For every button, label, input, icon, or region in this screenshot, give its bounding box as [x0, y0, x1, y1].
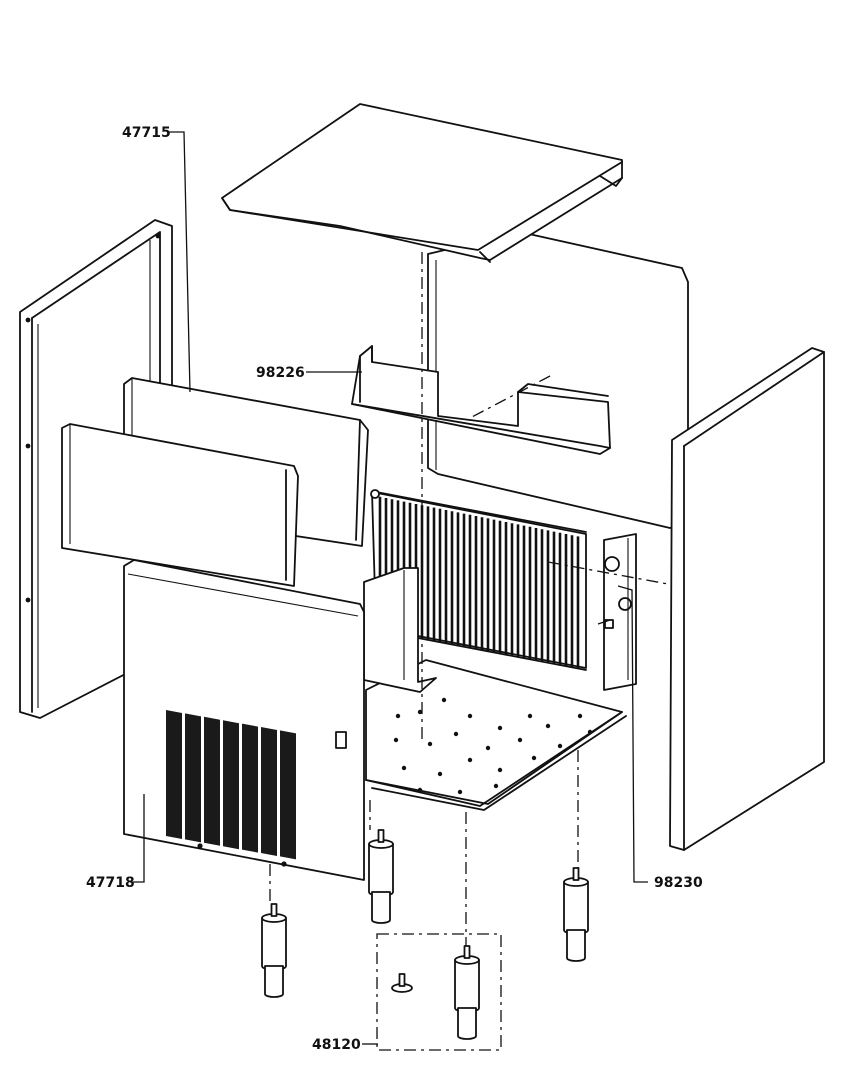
top-bracket [351, 345, 611, 455]
leg-2 [368, 829, 394, 924]
base-plate [365, 659, 627, 811]
label-48120: 48120 [312, 1037, 361, 1053]
control-bracket [603, 533, 637, 691]
leg-1 [261, 903, 287, 998]
leveling-foot [391, 973, 413, 993]
lower-front-panel [61, 423, 299, 587]
right-side-panel [669, 347, 825, 851]
mounting-plate [363, 567, 437, 693]
back-panel [427, 231, 689, 529]
label-47715: 47715 [122, 125, 171, 141]
leg-3 [563, 867, 589, 962]
top-cover [221, 103, 623, 263]
leg-kit-box [376, 933, 502, 1051]
leader-lines [130, 131, 648, 1045]
center-lines [269, 252, 669, 948]
label-98230: 98230 [654, 875, 703, 891]
front-panel [123, 559, 365, 881]
label-98226: 98226 [256, 365, 305, 381]
leveling-legs [261, 829, 589, 1040]
leg-4 [454, 945, 480, 1040]
label-47718: 47718 [86, 875, 135, 891]
